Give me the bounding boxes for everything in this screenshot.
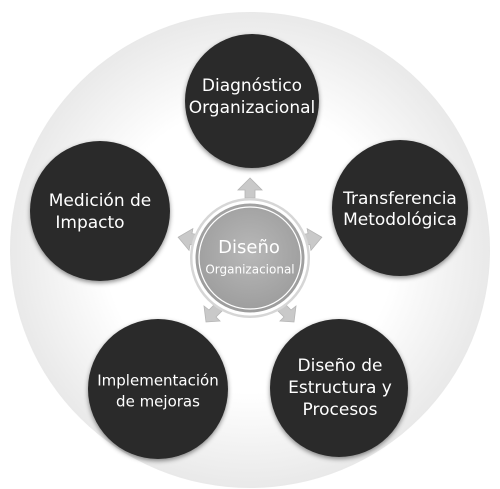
node-estructura: Diseño de Estructura y Procesos: [270, 319, 408, 457]
node-medicion-line2: Impacto: [55, 213, 124, 233]
center-inner-ring: [198, 206, 302, 310]
node-transferencia-line1: Transferencia: [342, 189, 457, 209]
node-diagnostico-circle: [185, 34, 319, 168]
center-circle: [192, 200, 308, 316]
node-medicion-line1: Medición de: [49, 191, 152, 211]
node-estructura-line1: Diseño de: [298, 356, 383, 376]
node-transferencia-circle: [332, 140, 468, 276]
node-implementacion-circle: [88, 319, 228, 459]
node-estructura-line3: Procesos: [303, 400, 378, 420]
center-title: Diseño: [218, 237, 280, 258]
node-transferencia-line2: Metodológica: [343, 210, 457, 230]
center-subtitle: Organizacional: [205, 263, 294, 277]
node-diagnostico-line2: Organizacional: [189, 98, 316, 118]
center-hub: Diseño Organizacional: [190, 198, 310, 318]
node-diagnostico: Diagnóstico Organizacional: [185, 34, 319, 168]
node-transferencia: Transferencia Metodológica: [332, 140, 468, 276]
node-medicion: Medición de Impacto: [30, 141, 170, 281]
node-implementacion-line1: Implementación: [97, 372, 218, 390]
node-diagnostico-line1: Diagnóstico: [202, 76, 302, 96]
node-implementacion-line2: de mejoras: [116, 393, 200, 411]
node-medicion-circle: [30, 141, 170, 281]
node-implementacion: Implementación de mejoras: [88, 319, 228, 459]
node-estructura-line2: Estructura y: [288, 378, 392, 398]
node-estructura-circle: [270, 319, 408, 457]
